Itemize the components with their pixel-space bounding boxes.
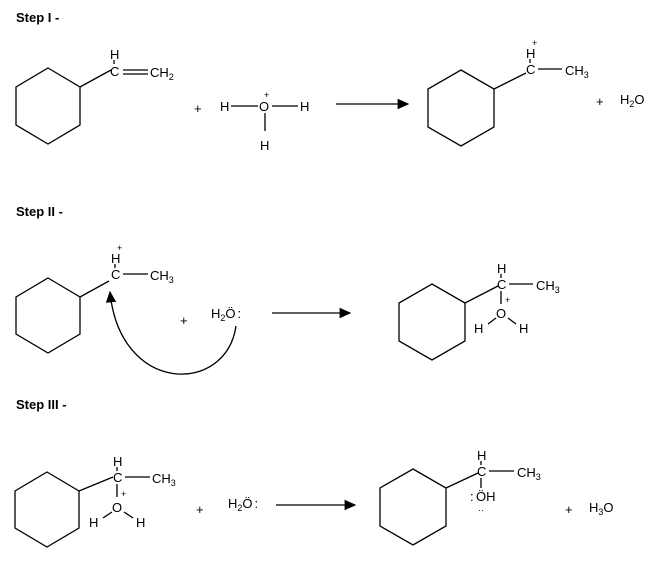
atom-h: H (220, 99, 229, 114)
step-1-title: Step I - (16, 10, 59, 25)
bond (487, 317, 497, 325)
plus-sign: + (565, 502, 573, 517)
atom-o: O (112, 500, 122, 515)
charge-plus: + (505, 295, 510, 305)
atom-h: H (474, 321, 483, 336)
bond (79, 69, 112, 88)
bond (507, 317, 517, 325)
ch3-group: CH3 (565, 63, 589, 80)
ch2-group: CH2 (150, 65, 174, 82)
cyclohexane-ring (398, 283, 466, 361)
plus-sign: + (194, 101, 202, 116)
charge-plus: + (117, 243, 122, 253)
atom-c: C (111, 267, 120, 282)
atom-o: O (259, 99, 269, 114)
plus-sign: + (180, 313, 188, 328)
curved-electron-arrow (105, 290, 237, 375)
atom-c: C (110, 64, 119, 79)
atom-h: H (136, 515, 145, 530)
water-molecule: H2Ö: (228, 496, 258, 513)
atom-h: H (477, 448, 486, 463)
charge-plus: + (121, 489, 126, 499)
atom-o: O (496, 306, 506, 321)
ch3-group: CH3 (150, 268, 174, 285)
bond (464, 285, 499, 304)
bond (78, 476, 114, 492)
atom-h: H (526, 46, 535, 61)
cyclohexane-ring (15, 277, 81, 354)
atom-h: H (113, 454, 122, 469)
ch3-group: CH3 (152, 471, 176, 488)
atom-h: H (111, 251, 120, 266)
bond (123, 511, 134, 519)
cyclohexane-ring (14, 471, 80, 548)
bond (102, 511, 113, 519)
atom-h: H (519, 321, 528, 336)
atom-h: H (497, 261, 506, 276)
cyclohexane-ring (379, 468, 447, 546)
charge-plus: + (264, 90, 269, 100)
water-molecule: H2O (620, 92, 645, 109)
atom-c: C (526, 62, 535, 77)
atom-h: H (260, 138, 269, 153)
cyclohexane-ring (427, 69, 495, 147)
atom-h: H (110, 47, 119, 62)
ch3-group: CH3 (536, 278, 560, 295)
step-2-title: Step II - (16, 204, 63, 219)
lone-pair: : (470, 489, 474, 504)
plus-sign: + (596, 94, 604, 109)
ch3-group: CH3 (517, 465, 541, 482)
atom-c: C (477, 464, 486, 479)
water-molecule: H2Ö: (211, 306, 241, 323)
step-3-title: Step III - (16, 397, 67, 412)
hydroxyl-group: ÖH (476, 489, 496, 504)
hydronium-molecule: H3O (589, 500, 614, 517)
lone-pair: ·· (478, 505, 484, 515)
bond (493, 72, 527, 90)
bond (79, 280, 110, 298)
plus-sign: + (196, 502, 204, 517)
atom-c: C (497, 277, 506, 292)
charge-plus: + (532, 38, 537, 48)
cyclohexane-ring (15, 67, 81, 145)
bond (445, 472, 479, 489)
atom-h: H (300, 99, 309, 114)
atom-c: C (113, 470, 122, 485)
atom-h: H (89, 515, 98, 530)
